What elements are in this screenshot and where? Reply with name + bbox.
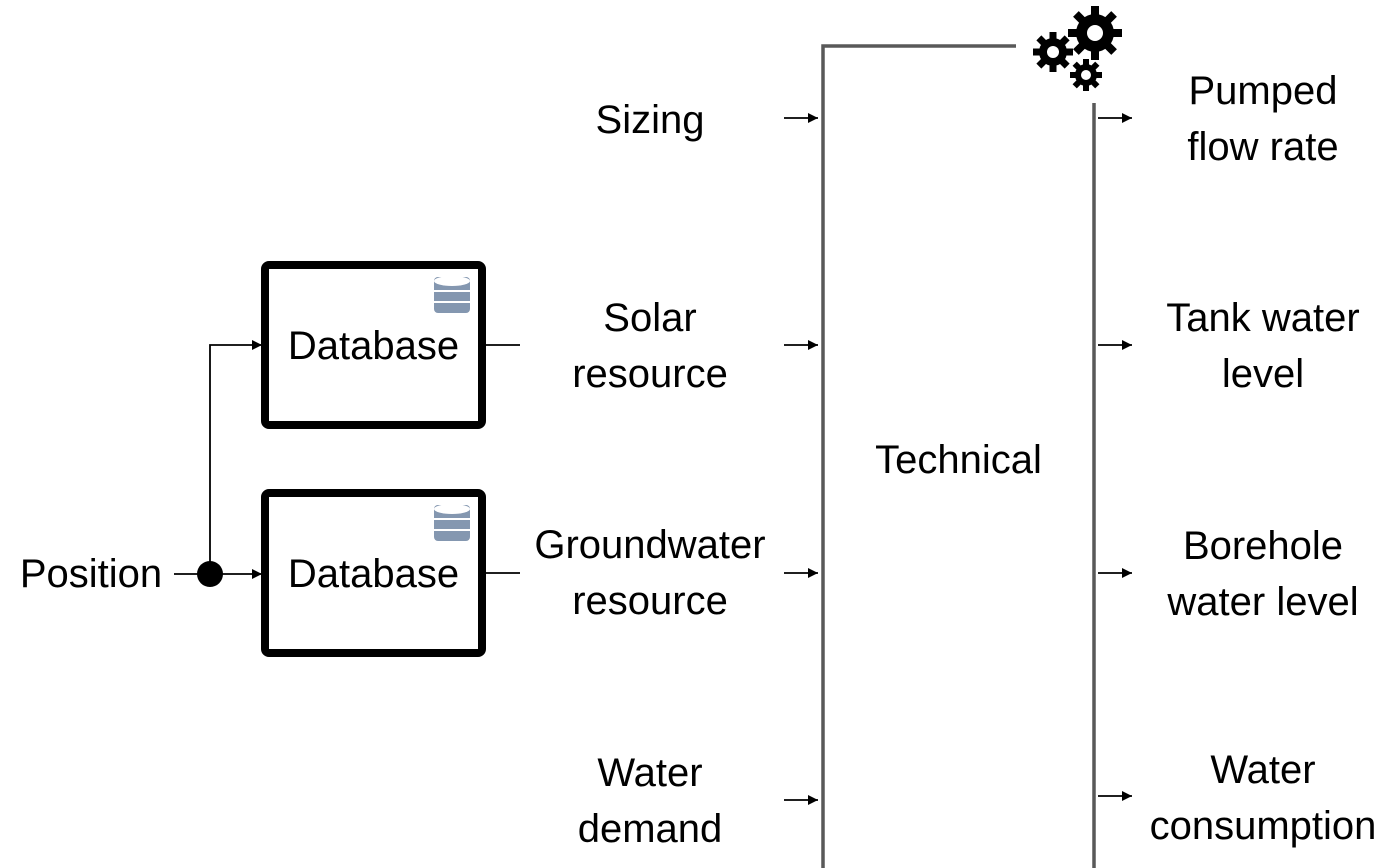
model-block-frame bbox=[821, 44, 1016, 868]
database-icon bbox=[434, 276, 470, 313]
gears-icon bbox=[1033, 6, 1122, 91]
position-label: Position bbox=[19, 552, 163, 596]
branch-to-database-1 bbox=[209, 340, 262, 574]
database-box-1[interactable] bbox=[261, 261, 486, 429]
database-box-2[interactable] bbox=[261, 489, 486, 657]
database-label-1: Database bbox=[287, 324, 460, 368]
database-icon bbox=[434, 504, 470, 541]
model-label: Technical bbox=[875, 438, 1042, 482]
input-label-sizing: Sizing bbox=[595, 98, 705, 142]
database-label-2: Database bbox=[287, 552, 460, 596]
